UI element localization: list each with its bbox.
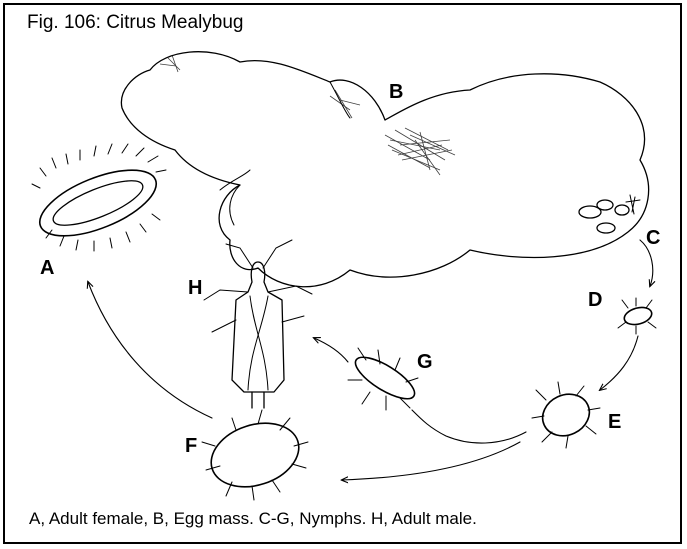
- adult-male-drawing: [204, 240, 312, 408]
- egg-mass-drawing: [121, 52, 648, 287]
- arrow-e-to-g: [412, 410, 526, 443]
- label-e: E: [608, 411, 621, 433]
- label-d: D: [588, 289, 602, 311]
- nymph-d-drawing: [618, 298, 656, 334]
- nymph-g-drawing: [348, 348, 420, 410]
- nymph-e-drawing: [532, 382, 600, 448]
- label-h: H: [188, 277, 202, 299]
- arrow-e-to-f: [342, 442, 520, 480]
- label-a: A: [40, 257, 54, 279]
- nymph-f-drawing: [202, 410, 308, 500]
- figure-caption: A, Adult female, B, Egg mass. C-G, Nymph…: [29, 509, 477, 529]
- label-c: C: [646, 227, 660, 249]
- label-f: F: [185, 435, 197, 457]
- arrow-f-to-a: [88, 282, 212, 418]
- arrow-g-to-h: [314, 338, 348, 362]
- adult-female-drawing: [31, 144, 166, 251]
- label-b: B: [389, 81, 403, 103]
- arrow-d-to-e: [600, 336, 638, 390]
- label-g: G: [417, 351, 433, 373]
